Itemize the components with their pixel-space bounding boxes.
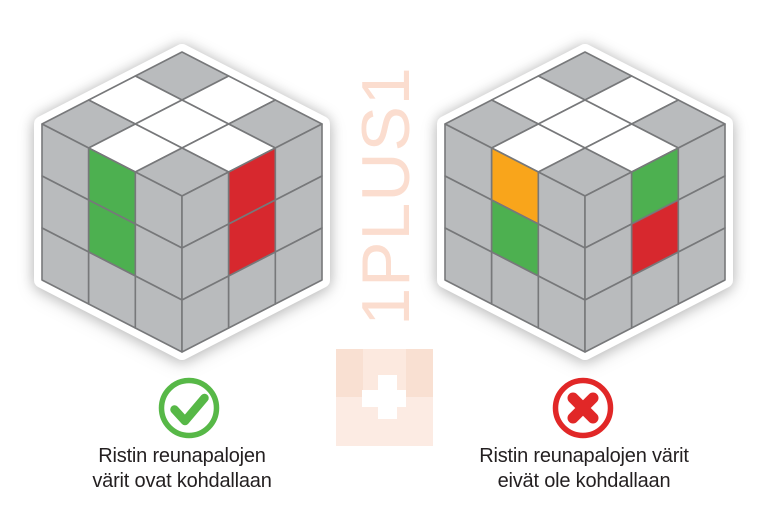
plus-icon	[362, 390, 406, 407]
caption-correct-line1: Ristin reunapalojen	[98, 445, 266, 467]
caption-incorrect: Ristin reunapalojen värit eivät ole kohd…	[444, 444, 724, 494]
cube-correct-cross	[34, 44, 330, 360]
caption-correct-line2: värit ovat kohdallaan	[92, 470, 272, 492]
check-circle-icon	[158, 377, 220, 439]
caption-incorrect-line2: eivät ole kohdallaan	[497, 470, 671, 492]
cross-circle-icon	[552, 377, 614, 439]
cube-incorrect-cross	[437, 44, 733, 360]
caption-correct: Ristin reunapalojen värit ovat kohdallaa…	[42, 444, 322, 494]
watermark-logo	[336, 349, 433, 446]
caption-incorrect-line1: Ristin reunapalojen värit	[479, 445, 689, 467]
